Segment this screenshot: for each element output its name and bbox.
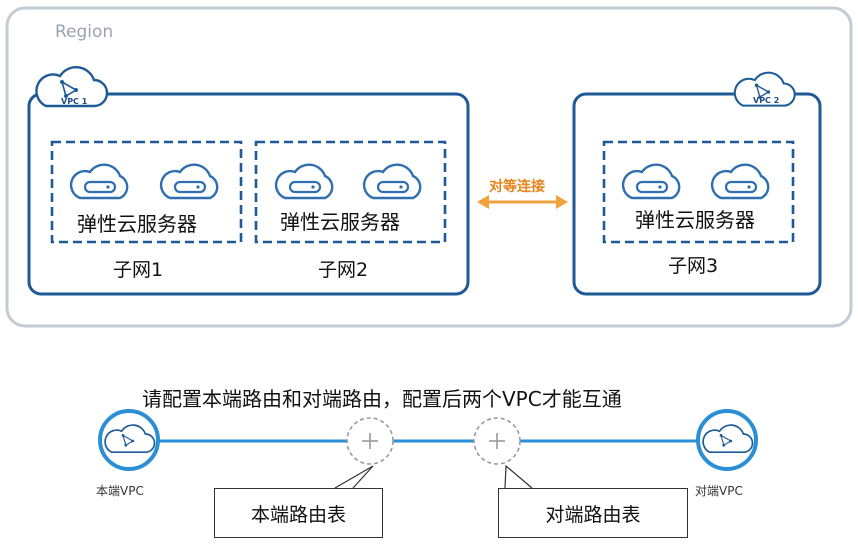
subnet3-server-label: 弹性云服务器 [635, 208, 755, 232]
peer-route-callout-pointer [504, 464, 533, 489]
local-route-table-button[interactable]: 本端路由表 [214, 488, 383, 538]
peer-vpc-label: 对端VPC [695, 484, 743, 498]
subnet2-frame [254, 140, 447, 244]
peer-route-table-button[interactable]: 对端路由表 [498, 488, 688, 538]
region-frame [5, 6, 853, 328]
subnet1-label: 子网1 [113, 259, 164, 281]
vpc1-frame [27, 92, 470, 296]
vpc2-frame [572, 92, 822, 296]
subnet2-server-label: 弹性云服务器 [280, 210, 400, 234]
subnet1-frame [50, 140, 243, 244]
local-vpc-icon [98, 409, 160, 471]
subnet3-label: 子网3 [668, 255, 719, 277]
peer-route-table-label: 对端路由表 [545, 503, 641, 526]
double-arrow-icon [477, 195, 568, 209]
vpc1-tag: VPC 1 [61, 97, 88, 106]
local-route-table-label: 本端路由表 [250, 503, 346, 526]
peer-route-plus-icon[interactable] [473, 417, 521, 465]
vpc2-tag: VPC 2 [753, 96, 780, 105]
peer-vpc-icon [696, 409, 758, 471]
subnet2-label: 子网2 [318, 259, 369, 281]
region-label: Region [55, 22, 114, 42]
local-route-callout-pointer [334, 465, 374, 489]
subnet3-frame [602, 140, 795, 244]
subnet1-server-label: 弹性云服务器 [77, 212, 197, 236]
routing-instruction: 请配置本端路由和对端路由，配置后两个VPC才能互通 [142, 387, 622, 411]
local-route-plus-icon[interactable] [346, 417, 394, 465]
peering-label: 对等连接 [489, 179, 545, 195]
local-vpc-label: 本端VPC [96, 484, 144, 498]
